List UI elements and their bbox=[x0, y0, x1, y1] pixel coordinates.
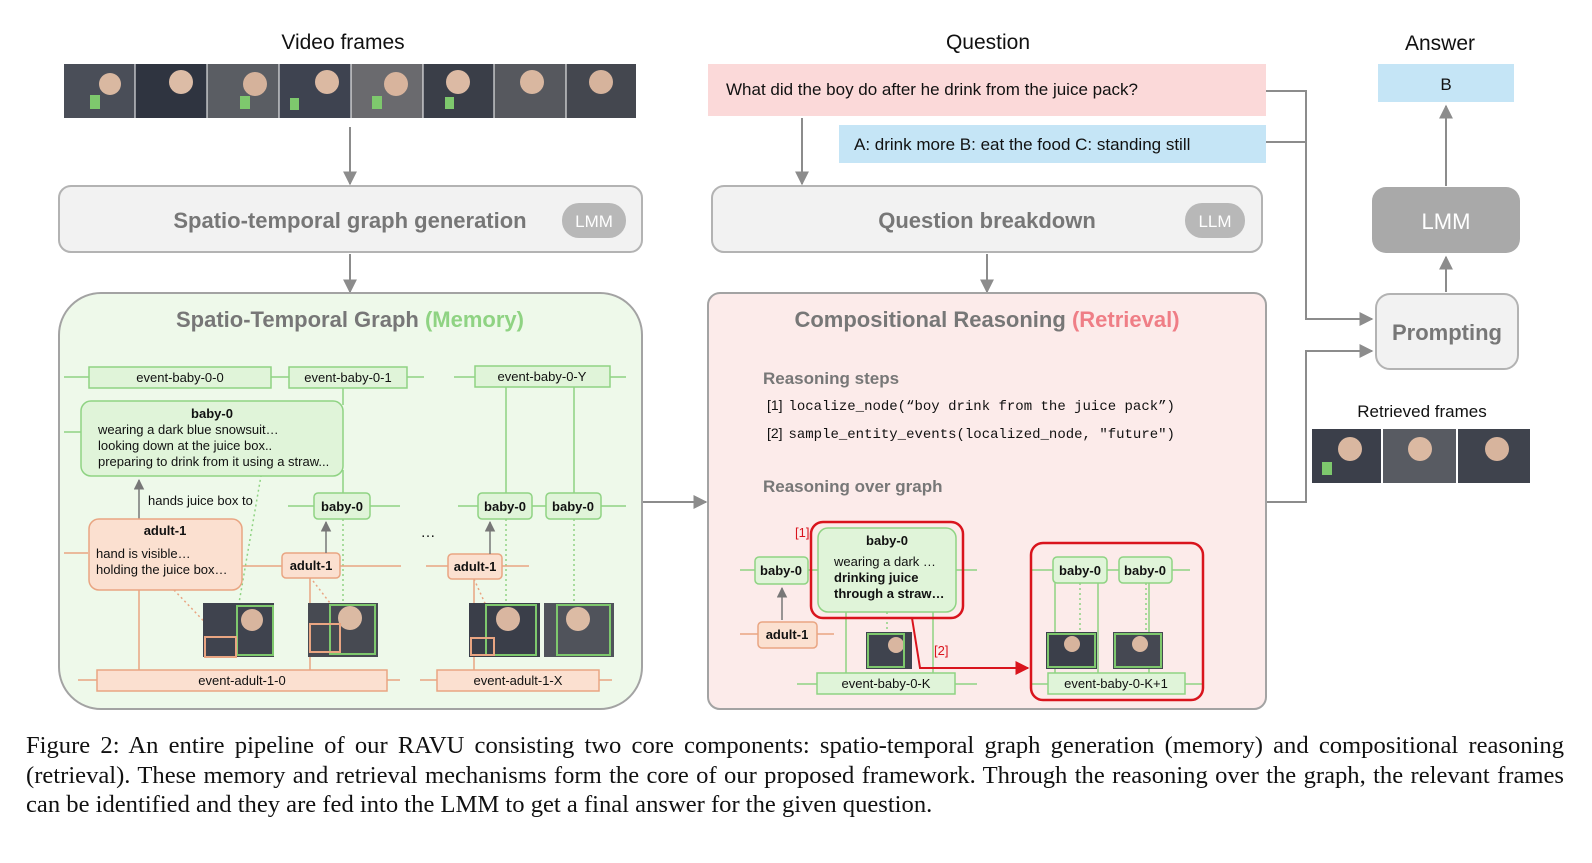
svg-text:event-baby-0-0: event-baby-0-0 bbox=[136, 370, 223, 385]
rsn-baby-node-right-2: baby-0 bbox=[1118, 556, 1173, 584]
options-text: A: drink more B: eat the food C: standin… bbox=[854, 135, 1190, 154]
svg-text:baby-0: baby-0 bbox=[1124, 563, 1166, 578]
svg-text:looking down at the juice box.: looking down at the juice box.. bbox=[98, 438, 272, 453]
mem-baby-node-2: baby-0 bbox=[477, 492, 533, 520]
retrieved-frames-strip bbox=[1312, 429, 1530, 483]
mem-baby-node-1: baby-0 bbox=[313, 492, 371, 520]
svg-text:adult-1: adult-1 bbox=[144, 523, 187, 538]
svg-text:baby-0: baby-0 bbox=[760, 563, 802, 578]
svg-text:adult-1: adult-1 bbox=[290, 558, 333, 573]
mem-frame-thumbnails bbox=[203, 603, 614, 658]
rsn-arrow-2 bbox=[911, 617, 1030, 675]
svg-text:event-baby-0-K: event-baby-0-K bbox=[842, 676, 931, 691]
mem-event-baby-0-Y: event-baby-0-Y bbox=[474, 365, 611, 388]
qb-badge: LLM bbox=[1198, 212, 1231, 231]
svg-text:baby-0: baby-0 bbox=[866, 533, 908, 548]
svg-text:event-baby-0-1: event-baby-0-1 bbox=[304, 370, 391, 385]
stgg-badge: LMM bbox=[575, 212, 613, 231]
svg-text:wearing a dark blue snowsuit…: wearing a dark blue snowsuit… bbox=[97, 422, 279, 437]
figure-caption: Figure 2: An entire pipeline of our RAVU… bbox=[26, 732, 1564, 818]
svg-text:holding the juice box…: holding the juice box… bbox=[96, 562, 228, 577]
svg-text:event-adult-1-0: event-adult-1-0 bbox=[198, 673, 285, 688]
question-box bbox=[708, 64, 1266, 116]
rsn-highlight-2 bbox=[1029, 541, 1205, 702]
memory-title: Spatio-Temporal Graph (Memory) bbox=[176, 307, 524, 332]
prompting-label: Prompting bbox=[1392, 320, 1502, 345]
qb-label: Question breakdown bbox=[878, 208, 1096, 233]
rsn-marker-2: [2] bbox=[934, 643, 948, 658]
svg-text:baby-0: baby-0 bbox=[1059, 563, 1101, 578]
prompting-module: Prompting bbox=[1375, 293, 1519, 370]
rsn-adult-node: adult-1 bbox=[757, 621, 818, 649]
svg-text:event-baby-0-Y: event-baby-0-Y bbox=[498, 369, 587, 384]
svg-text:drinking juice: drinking juice bbox=[834, 570, 919, 585]
stgg-module: Spatio-temporal graph generation LMM bbox=[58, 185, 643, 253]
svg-text:event-baby-0-K+1: event-baby-0-K+1 bbox=[1064, 676, 1168, 691]
svg-text:adult-1: adult-1 bbox=[454, 559, 497, 574]
rsn-event-K1: event-baby-0-K+1 bbox=[1047, 672, 1186, 695]
mem-event-baby-0-0: event-baby-0-0 bbox=[88, 366, 272, 389]
reasoning-step-1: [1] localize_node(“boy drink from the ju… bbox=[767, 397, 1175, 415]
flow-arrows bbox=[343, 90, 1453, 509]
reasoning-title: Compositional Reasoning (Retrieval) bbox=[794, 307, 1179, 332]
mem-hands-label: hands juice box to bbox=[148, 493, 253, 508]
mem-event-adult-1-X: event-adult-1-X bbox=[436, 669, 600, 692]
mem-adult-node-2: adult-1 bbox=[447, 553, 503, 580]
question-heading: Question bbox=[946, 31, 1030, 54]
question-text: What did the boy do after he drink from … bbox=[726, 80, 1138, 99]
rsn-baby-node-left: baby-0 bbox=[754, 556, 809, 585]
svg-text:through a straw…: through a straw… bbox=[834, 586, 945, 601]
svg-text:adult-1: adult-1 bbox=[766, 627, 809, 642]
reasoning-over-graph-heading: Reasoning over graph bbox=[763, 477, 942, 496]
svg-text:event-adult-1-X: event-adult-1-X bbox=[474, 673, 563, 688]
rsn-baby-node-right-1: baby-0 bbox=[1052, 556, 1108, 584]
lmm-label: LMM bbox=[1422, 209, 1471, 234]
rsn-highlight-1 bbox=[809, 520, 965, 620]
options-box bbox=[839, 125, 1266, 163]
mem-adult-node-1: adult-1 bbox=[281, 552, 341, 579]
rsn-frame-thumbnail bbox=[866, 632, 912, 669]
svg-text:baby-0: baby-0 bbox=[552, 499, 594, 514]
video-frames-heading: Video frames bbox=[281, 31, 404, 54]
svg-text:baby-0: baby-0 bbox=[321, 499, 363, 514]
mem-event-adult-1-0: event-adult-1-0 bbox=[96, 669, 388, 692]
mem-baby-description: baby-0 wearing a dark blue snowsuit… loo… bbox=[80, 400, 344, 477]
mem-event-baby-0-1: event-baby-0-1 bbox=[288, 366, 408, 389]
question-breakdown-module: Question breakdown LLM bbox=[711, 185, 1263, 253]
mem-adult-description: adult-1 hand is visible… holding the jui… bbox=[88, 518, 243, 591]
retrieved-frames-heading: Retrieved frames bbox=[1357, 402, 1486, 421]
rsn-focus-node: baby-0 wearing a dark … drinking juice t… bbox=[817, 527, 957, 613]
pipeline-diagram: Video frames Question Answer Wha bbox=[58, 31, 1530, 710]
svg-text:wearing a dark …: wearing a dark … bbox=[833, 554, 936, 569]
reasoning-step-2: [2] sample_entity_events(localized_node,… bbox=[767, 425, 1175, 443]
svg-text:baby-0: baby-0 bbox=[191, 406, 233, 421]
answer-value: B bbox=[1440, 75, 1451, 94]
stgg-label: Spatio-temporal graph generation bbox=[173, 208, 526, 233]
svg-text:baby-0: baby-0 bbox=[484, 499, 526, 514]
rsn-event-K: event-baby-0-K bbox=[816, 672, 956, 695]
mem-ellipsis: … bbox=[421, 524, 436, 541]
rsn-frame-thumbnails-right bbox=[1046, 632, 1163, 669]
video-frames-strip bbox=[64, 64, 636, 118]
mem-baby-node-3: baby-0 bbox=[545, 492, 602, 520]
svg-text:preparing to drink from it usi: preparing to drink from it using a straw… bbox=[98, 454, 329, 469]
answer-heading: Answer bbox=[1405, 32, 1475, 55]
lmm-module: LMM bbox=[1372, 187, 1520, 253]
reasoning-steps-heading: Reasoning steps bbox=[763, 369, 899, 388]
rsn-marker-1: [1] bbox=[795, 525, 809, 540]
svg-text:hand is visible…: hand is visible… bbox=[96, 546, 191, 561]
answer-box bbox=[1378, 64, 1514, 102]
